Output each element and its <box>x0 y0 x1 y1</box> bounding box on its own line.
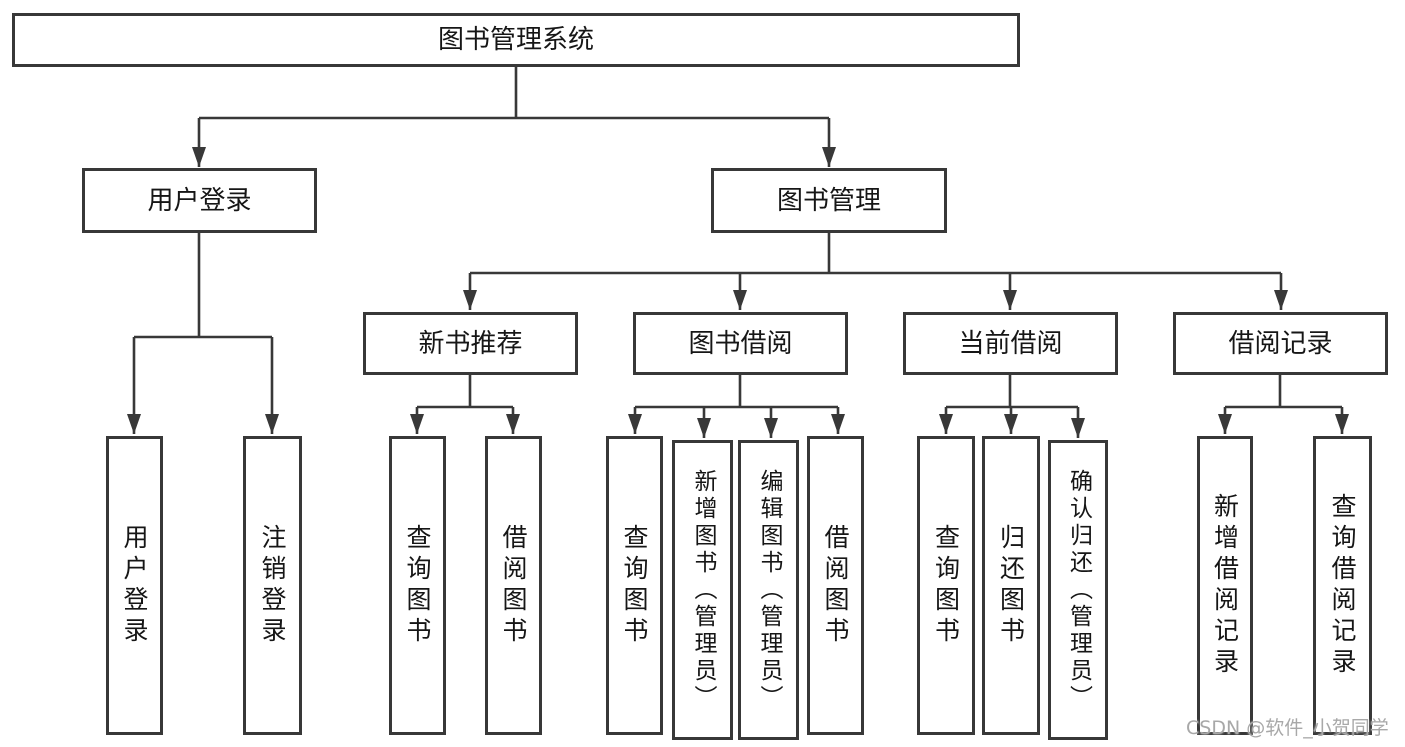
node-system-root: 图书管理系统 <box>12 13 1020 67</box>
node-book-management: 图书管理 <box>711 168 947 233</box>
node-current-borrow: 当前借阅 <box>903 312 1118 375</box>
leaf-borrow-books: 借阅图书 <box>485 436 542 735</box>
node-new-book-recommend: 新书推荐 <box>363 312 578 375</box>
leaf-user-login: 用户登录 <box>106 436 163 735</box>
leaf-query-borrow-record: 查询借阅记录 <box>1313 436 1372 735</box>
leaf-query-books: 查询图书 <box>389 436 446 735</box>
leaf-confirm-return-admin: 确认归还（管理员） <box>1048 440 1108 740</box>
trunk-cur-borrow <box>946 375 1078 409</box>
leaf-query-books: 查询图书 <box>606 436 663 735</box>
leaf-logout: 注销登录 <box>243 436 302 735</box>
node-borrow-record: 借阅记录 <box>1173 312 1388 375</box>
leaf-edit-books-admin: 编辑图书（管理员） <box>738 440 799 740</box>
trunk-book-borrow <box>635 375 838 409</box>
leaf-borrow-books: 借阅图书 <box>807 436 864 735</box>
leaf-return-books: 归还图书 <box>982 436 1040 735</box>
trunk-root <box>199 67 829 120</box>
node-book-borrow: 图书借阅 <box>633 312 848 375</box>
trunk-book-mgmt <box>470 233 1281 275</box>
trunk-new-book <box>417 375 513 409</box>
node-user-login: 用户登录 <box>82 168 317 233</box>
trunk-user-login <box>134 233 272 339</box>
leaf-add-books-admin: 新增图书（管理员） <box>672 440 733 740</box>
leaf-query-books: 查询图书 <box>917 436 975 735</box>
leaf-add-borrow-record: 新增借阅记录 <box>1197 436 1253 735</box>
trunk-borrow-rec <box>1225 375 1342 409</box>
csdn-watermark: CSDN @软件_小贺同学 <box>1186 717 1389 739</box>
